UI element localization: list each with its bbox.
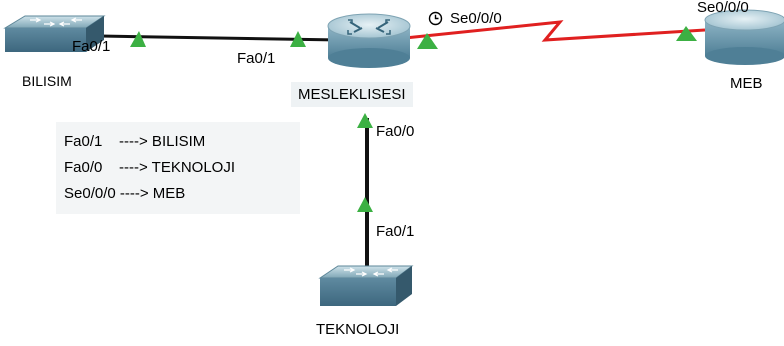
device-name-teknoloji: TEKNOLOJI — [316, 321, 400, 338]
note-line-1: Fa0/1 ----> BILISIM — [64, 133, 206, 150]
port-label-router-se000: Se0/0/0 — [450, 10, 502, 27]
port-label-router-fa01: Fa0/1 — [237, 50, 276, 67]
switch-icon[interactable] — [318, 265, 414, 306]
router-icon[interactable] — [704, 9, 784, 65]
note-line-3: Se0/0/0 ----> MEB — [64, 185, 186, 202]
link-status-up — [676, 26, 697, 41]
device-name-meb: MEB — [730, 75, 763, 92]
link-status-up — [417, 33, 438, 49]
link-router-meb-serial[interactable] — [404, 20, 706, 42]
clock-icon — [428, 11, 443, 26]
note-box[interactable]: Fa0/1 ----> BILISIM Fa0/0 ----> TEKNOLOJ… — [56, 122, 300, 214]
note-line-2: Fa0/0 ----> TEKNOLOJI — [64, 159, 236, 176]
device-name-bilisim: BILISIM — [22, 73, 72, 89]
device-name-mesleklisesi: MESLEKLISESI — [291, 82, 413, 107]
link-status-up — [357, 197, 373, 212]
port-label-meb-se000: Se0/0/0 — [697, 0, 749, 16]
port-label-teknoloji-fa01: Fa0/1 — [376, 223, 415, 240]
link-status-up — [130, 31, 146, 47]
port-label-router-fa00: Fa0/0 — [376, 123, 415, 140]
router-icon[interactable] — [327, 13, 411, 68]
link-status-up — [357, 113, 373, 128]
port-label-bilisim-fa01: Fa0/1 — [72, 38, 111, 55]
switch-icon[interactable] — [3, 15, 106, 52]
link-status-up — [290, 31, 306, 47]
